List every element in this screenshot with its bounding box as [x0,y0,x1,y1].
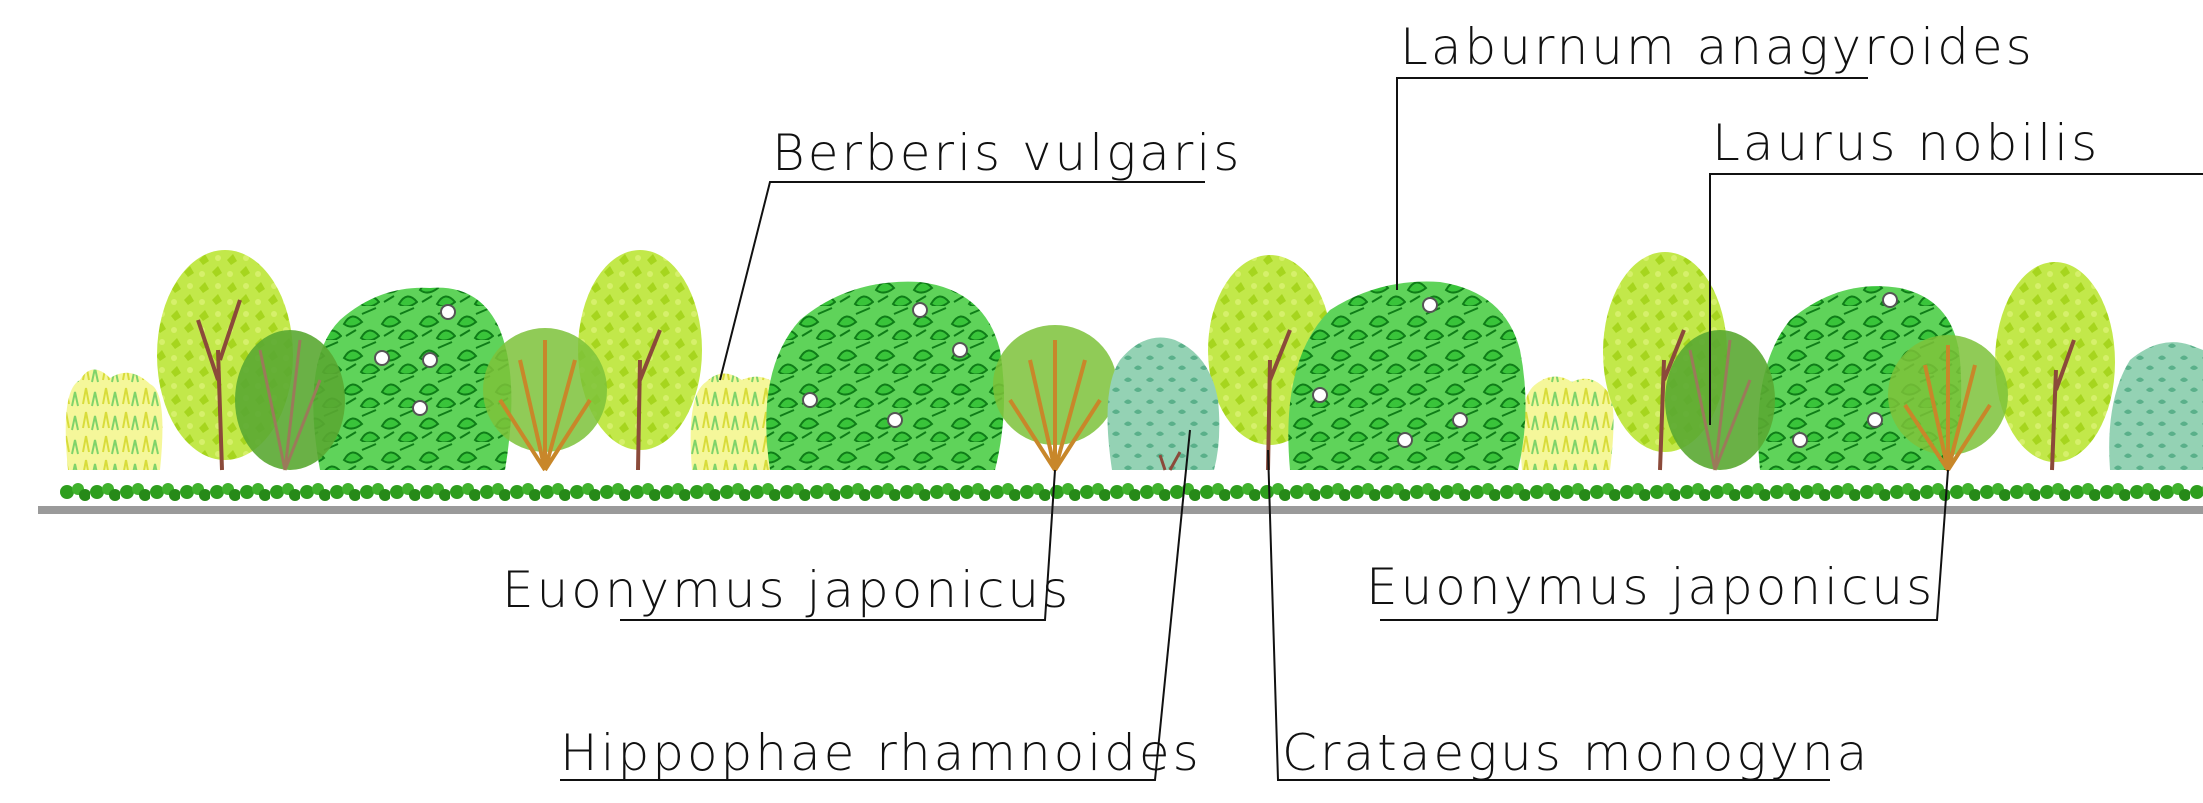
berberis-shrub-1 [66,369,163,470]
plant-row [60,250,2203,508]
mixed-shrub-2 [1665,330,1775,470]
berberis-shrub-3 [1521,376,1614,470]
label-laurus-nobilis: Laurus nobilis [1712,118,2100,168]
euonymus-shrub-2 [993,325,1117,470]
hippophae-shrub-1 [1108,338,1220,471]
hippophae-shrub-2 [2109,342,2203,470]
label-euonymus-japonicus-right: Euonymus japonicus [1366,562,1935,612]
label-laburnum-anagyroides: Laburnum anagyroides [1400,22,2035,72]
lime-tree-5 [1995,262,2115,470]
label-euonymus-japonicus-left: Euonymus japonicus [502,565,1071,615]
label-hippophae-rhamnoides: Hippophae rhamnoides [560,728,1202,778]
label-berberis-vulgaris: Berberis vulgaris [772,128,1242,178]
laburnum-shrub-1 [313,288,511,470]
groundcover [60,480,2203,508]
mixed-shrub-1 [235,330,345,470]
ground-line [38,506,2203,514]
leader-laburnum-path [1397,78,1868,290]
laburnum-shrub-2 [766,282,1004,470]
label-crataegus-monogyna: Crataegus monogyna [1282,728,1870,778]
